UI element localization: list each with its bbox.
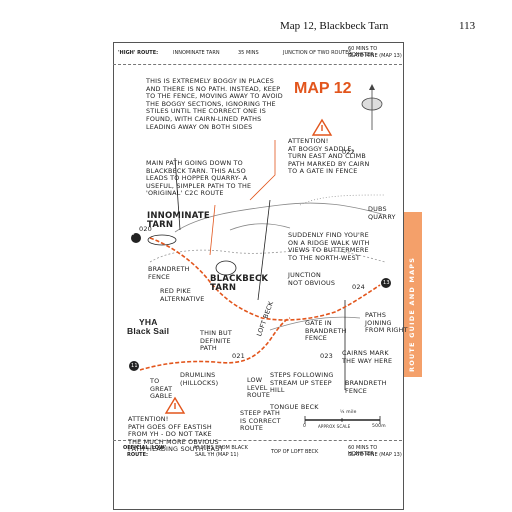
map-ref-badge — [129, 361, 139, 371]
junction-label: JUNCTION OF TWO ROUTES — [283, 50, 352, 56]
to-label-2: SLATE MINE (MAP 13) — [348, 53, 402, 59]
leader-line — [209, 204, 216, 256]
stream-line — [149, 249, 386, 263]
section-side-tab: ROUTE GUIDE AND MAPS — [404, 212, 422, 377]
tongue-beck-label: TONGUE BECK — [270, 403, 319, 411]
waypoint-021: 021 — [232, 352, 246, 360]
fence-line — [257, 199, 271, 301]
map-ref-badge — [381, 278, 391, 288]
low-route-label-2: ROUTE: — [127, 452, 148, 458]
from-label-2: SAIL YH (MAP 11) — [195, 452, 239, 458]
map-ref-13: 13 — [383, 280, 390, 286]
contour-line — [174, 202, 386, 233]
path-line — [299, 194, 386, 206]
to-label-2: SLATE MINE (MAP 13) — [348, 452, 402, 458]
map-ref-10: 10 — [128, 231, 135, 237]
contour-line — [229, 223, 291, 231]
leader-line — [249, 140, 276, 201]
scale-mile-label: ¼ mile — [340, 410, 357, 415]
high-route-path — [149, 237, 381, 321]
scale-bar — [304, 416, 381, 424]
blackbeck-tarn-shape — [215, 260, 237, 276]
map-ref-11: 11 — [131, 363, 138, 369]
bottom-route-strip: OFFICIAL 'LOW' ROUTE: 40 MINS FROM BLACK… — [113, 440, 402, 463]
side-tab-label: ROUTE GUIDE AND MAPS — [408, 256, 416, 372]
to-label-1: 60 MINS TO HONISTER — [348, 46, 378, 58]
drumlins-label: DRUMLINS(HILLOCKS) — [180, 371, 219, 387]
running-head-title: Map 12, Blackbeck Tarn — [280, 20, 389, 32]
low-route-label-1: OFFICIAL 'LOW' — [123, 445, 167, 451]
attention-saddle-note: ATTENTION!AT BOGGY SADDLE,TURN EAST AND … — [288, 137, 370, 176]
time-label: 35 MINS — [238, 50, 259, 56]
compass-icon — [361, 84, 383, 130]
waypoint-024: 024 — [352, 283, 366, 291]
top-route-strip: 'HIGH' ROUTE: INNOMINATE TARN 35 MINS JU… — [113, 42, 402, 65]
high-route-label: 'HIGH' ROUTE: — [118, 50, 159, 56]
map-ref-badge — [131, 233, 141, 243]
top-of-loft-beck-label: TOP OF LOFT BECK — [271, 449, 319, 455]
waypoint-020: 020 — [139, 225, 153, 233]
attention-triangle-icon — [164, 396, 186, 414]
innominate-tarn-shape — [147, 234, 177, 246]
map-frame — [113, 42, 404, 510]
map-title: MAP 12 — [294, 80, 352, 97]
fence-line — [174, 157, 181, 231]
from-label: INNOMINATE TARN — [173, 50, 220, 56]
scale-approx-label: APPROX SCALE — [318, 424, 351, 429]
page-number: 113 — [459, 20, 476, 32]
from-label-1: 40 MINS FROM BLACK — [193, 445, 248, 451]
to-label-1: 60 MINS TO HONISTER — [348, 445, 378, 457]
scale-zero-label: 0 — [303, 424, 307, 429]
waypoint-023: 023 — [320, 352, 334, 360]
waypoint-022: 022 — [342, 148, 356, 156]
scale-metres-label: 500m — [372, 424, 386, 429]
attention-triangle-icon — [311, 118, 333, 136]
low-route-path — [139, 317, 291, 371]
